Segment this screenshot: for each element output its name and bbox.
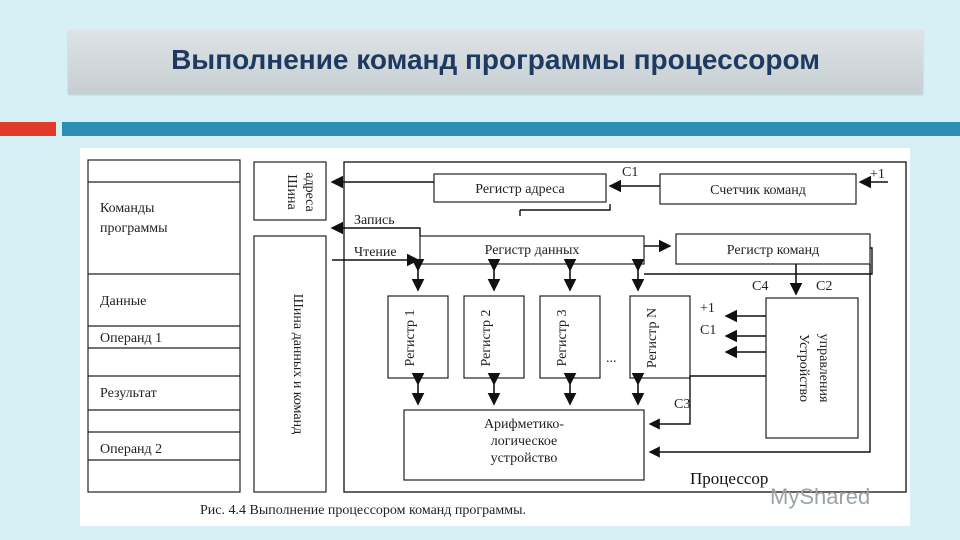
data-command-bus-label: Шина данных и команд [290,294,305,434]
address-bus [253,161,327,221]
signal-write: Запись [354,213,395,228]
control-unit-line1: Устройство [796,334,811,402]
address-register [433,173,607,203]
alu-block [403,409,645,481]
register-n-label: Регистр N [645,308,660,368]
diagram-svg: Команды программы Данные Операнд 1 Резул… [87,159,907,518]
signal-c2: C2 [816,279,832,294]
data-register [419,235,645,265]
memory-data: Данные [100,294,146,309]
signal-c3: C3 [674,397,690,412]
memory-result: Результат [100,386,157,401]
control-unit [765,297,859,439]
accent-bar-red [0,122,56,136]
memory-operand1: Операнд 1 [100,331,162,346]
control-unit-line2: управления [816,334,831,403]
register-2-label: Регистр 2 [479,309,494,366]
register-1-label: Регистр 1 [403,309,418,366]
accent-bar-blue [62,122,960,136]
memory-operand2: Операнд 2 [100,442,162,457]
watermark: MyShared [770,484,871,509]
command-register [675,233,871,265]
processor-outline [343,161,907,493]
register-dots: ... [606,351,617,366]
processor-diagram: Команды программы Данные Операнд 1 Резул… [80,148,910,526]
slide-title: Выполнение команд программы процессором [171,44,820,75]
command-register-label: Регистр команд [727,243,819,258]
memory-commands-line1: Команды [100,201,155,216]
register-3-label: Регистр 3 [555,309,570,366]
address-register-label: Регистр адреса [475,182,565,197]
figure-caption: Рис. 4.4 Выполнение процессором команд п… [200,503,526,518]
signal-c1-top: C1 [622,165,638,180]
signal-plus1: +1 [700,301,715,316]
signal-c4: C4 [752,279,768,294]
title-bar: Выполнение команд программы процессором [68,30,923,94]
signal-plus1-top: +1 [870,167,885,182]
command-counter-label: Счетчик команд [710,183,806,198]
data-command-bus [253,235,327,493]
alu-line1: Арифметико- [484,417,564,432]
address-bus-line2: адреса [302,172,317,212]
alu-line3: устройство [491,451,558,466]
data-register-label: Регистр данных [485,243,580,258]
alu-line2: логическое [491,434,558,449]
command-counter [659,173,857,205]
processor-label: Процессор [690,469,768,488]
signal-c1: C1 [700,323,716,338]
signal-read: Чтение [354,245,397,260]
address-bus-line1: Шина [284,174,299,210]
memory-commands-line2: программы [100,221,168,236]
memory-block [87,159,241,493]
